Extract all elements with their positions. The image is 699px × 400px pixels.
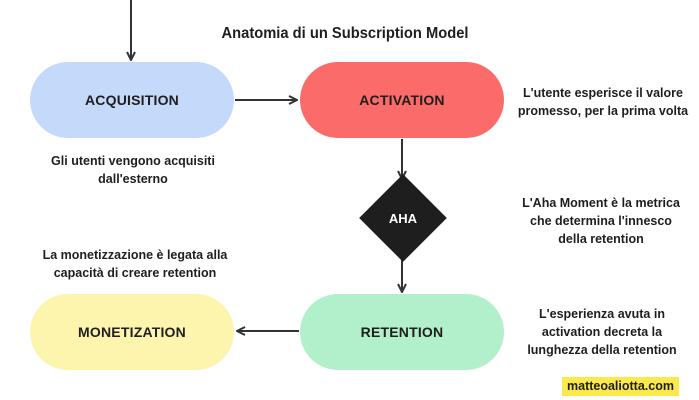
node-aha-label: AHA [388,210,418,226]
node-activation: ACTIVATION [300,62,504,138]
note-aha: L'Aha Moment è la metrica che determina … [506,194,696,248]
note-line: La monetizzazione è legata alla [42,248,228,262]
note-monetization: La monetizzazione è legata alla capacità… [30,246,240,282]
note-acquisition: Gli utenti vengono acquisiti dall'estern… [30,152,236,188]
note-line: L'Aha Moment è la metrica [522,196,680,210]
note-line: lunghezza della retention [527,343,677,357]
note-line: promesso, per la prima volta [517,104,689,118]
node-acquisition: ACQUISITION [30,62,234,138]
note-line: della retention [558,232,644,246]
note-line: activation decreta la [541,325,663,339]
note-line: Gli utenti vengono acquisiti [51,154,215,168]
note-activation: L'utente esperisce il valore promesso, p… [510,84,696,120]
brand-watermark: matteoaliotta.com [562,377,679,396]
note-retention: L'esperienza avuta in activation decreta… [506,305,698,359]
note-line: che determina l'innesco [530,214,672,228]
note-line: L'esperienza avuta in [539,307,665,321]
note-line: capacità di creare retention [53,266,217,280]
note-line: dall'esterno [98,172,168,186]
node-retention: RETENTION [300,294,504,370]
note-line: L'utente esperisce il valore [523,86,683,100]
diagram-title: Anatomia di un Subscription Model [221,25,469,42]
node-monetization: MONETIZATION [30,294,234,370]
